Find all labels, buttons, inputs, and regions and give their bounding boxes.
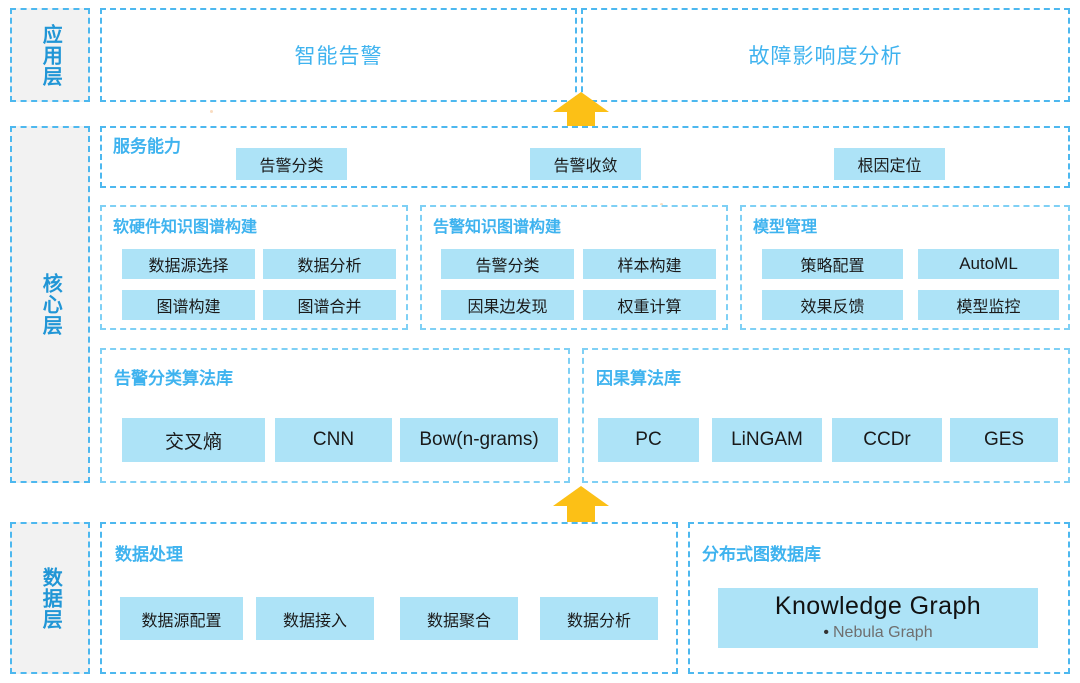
chip-label: 数据源配置 — [141, 612, 222, 630]
chip-label: 效果反馈 — [800, 299, 865, 316]
chip-label: 图谱构建 — [156, 299, 221, 316]
chip-label: 模型监控 — [956, 299, 1021, 316]
chip-label: 权重计算 — [617, 299, 682, 316]
chip-ges[interactable]: GES — [950, 418, 1058, 462]
chip-label: 数据分析 — [566, 612, 631, 630]
chip-alarm-classification-service[interactable]: 告警分类 — [236, 148, 347, 180]
chip-label: 样本构建 — [617, 258, 682, 275]
chip-causal-edge-discovery[interactable]: 因果边发现 — [441, 290, 574, 320]
panel-distributed-graph-database-title: 分布式图数据库 — [702, 545, 821, 564]
chip-knowledge-graph[interactable]: Knowledge Graph •Nebula Graph — [718, 588, 1038, 648]
knowledge-graph-title: Knowledge Graph — [774, 592, 982, 621]
data-to-core-arrow — [553, 486, 609, 522]
chip-label: AutoML — [959, 254, 1018, 273]
chip-data-analysis[interactable]: 数据分析 — [540, 597, 658, 640]
chip-label: 根因定位 — [857, 158, 922, 175]
chip-label: CNN — [312, 429, 355, 450]
chip-data-source-selection[interactable]: 数据源选择 — [122, 249, 255, 279]
chip-label: 数据源选择 — [148, 258, 229, 275]
chip-effect-feedback[interactable]: 效果反馈 — [762, 290, 903, 320]
chip-label: 告警分类 — [259, 158, 324, 175]
panel-alarm-kg-title: 告警知识图谱构建 — [433, 219, 562, 236]
chip-data-analysis-core[interactable]: 数据分析 — [263, 249, 396, 279]
chip-data-ingestion[interactable]: 数据接入 — [256, 597, 374, 640]
decorative-dot — [210, 110, 213, 113]
panel-data-processing-title: 数据处理 — [115, 545, 183, 564]
chip-bow-n-grams[interactable]: Bow(n-grams) — [400, 418, 558, 462]
chip-root-cause-location-service[interactable]: 根因定位 — [834, 148, 945, 180]
chip-label: 因果边发现 — [467, 299, 548, 316]
chip-model-monitoring[interactable]: 模型监控 — [918, 290, 1059, 320]
layer-tag-core: 核心层 — [10, 126, 90, 483]
chip-alarm-classification-kg[interactable]: 告警分类 — [441, 249, 574, 279]
layer-tag-application: 应用层 — [10, 8, 90, 102]
bullet-icon: • — [823, 623, 829, 641]
chip-pc[interactable]: PC — [598, 418, 699, 462]
chip-alarm-convergence-service[interactable]: 告警收敛 — [530, 148, 641, 180]
chip-label: 数据分析 — [297, 258, 362, 275]
chip-ccdr[interactable]: CCDr — [832, 418, 942, 462]
chip-strategy-configuration[interactable]: 策略配置 — [762, 249, 903, 279]
chip-cnn[interactable]: CNN — [275, 418, 392, 462]
chip-label: 策略配置 — [800, 258, 865, 275]
chip-label: Bow(n-grams) — [419, 429, 539, 450]
chip-label: 交叉熵 — [164, 431, 222, 453]
knowledge-graph-subtitle-row: •Nebula Graph — [823, 623, 932, 643]
app-cell-fault-impact-analysis-label: 故障影响度分析 — [748, 45, 903, 68]
layer-tag-data-label: 数据层 — [39, 566, 62, 630]
chip-sample-construction[interactable]: 样本构建 — [583, 249, 716, 279]
chip-data-aggregation[interactable]: 数据聚合 — [400, 597, 518, 640]
arrow-up-icon — [553, 92, 609, 128]
layer-tag-core-label: 核心层 — [39, 273, 62, 336]
chip-graph-merge[interactable]: 图谱合并 — [263, 290, 396, 320]
chip-label: CCDr — [863, 429, 911, 450]
chip-automl[interactable]: AutoML — [918, 249, 1059, 279]
app-cell-intelligent-alarm[interactable]: 智能告警 — [100, 8, 577, 102]
chip-label: 数据接入 — [282, 612, 347, 630]
panel-alarm-classification-algorithm-library-title: 告警分类算法库 — [114, 369, 233, 388]
chip-label: 数据聚合 — [426, 612, 491, 630]
chip-label: PC — [635, 429, 662, 450]
chip-lingam[interactable]: LiNGAM — [712, 418, 822, 462]
core-to-application-arrow — [553, 92, 609, 128]
panel-hardware-software-kg-title: 软硬件知识图谱构建 — [113, 219, 258, 236]
chip-label: 告警收敛 — [553, 158, 618, 175]
decorative-dot — [660, 203, 663, 206]
chip-label: 图谱合并 — [297, 299, 362, 316]
app-cell-intelligent-alarm-label: 智能告警 — [294, 45, 383, 68]
chip-weight-calculation[interactable]: 权重计算 — [583, 290, 716, 320]
app-cell-fault-impact-analysis[interactable]: 故障影响度分析 — [581, 8, 1070, 102]
layer-tag-data: 数据层 — [10, 522, 90, 674]
chip-data-source-configuration[interactable]: 数据源配置 — [120, 597, 243, 640]
chip-graph-construction[interactable]: 图谱构建 — [122, 290, 255, 320]
chip-label: 告警分类 — [475, 258, 540, 275]
chip-cross-entropy[interactable]: 交叉熵 — [122, 418, 265, 462]
chip-label: LiNGAM — [731, 429, 803, 450]
panel-causal-algorithm-library-title: 因果算法库 — [596, 369, 681, 388]
knowledge-graph-subtitle: Nebula Graph — [832, 623, 933, 641]
chip-label: GES — [983, 429, 1025, 450]
service-capability-title: 服务能力 — [113, 137, 181, 156]
layer-tag-application-label: 应用层 — [39, 23, 62, 87]
arrow-up-icon — [553, 486, 609, 522]
panel-model-management-title: 模型管理 — [753, 219, 818, 236]
